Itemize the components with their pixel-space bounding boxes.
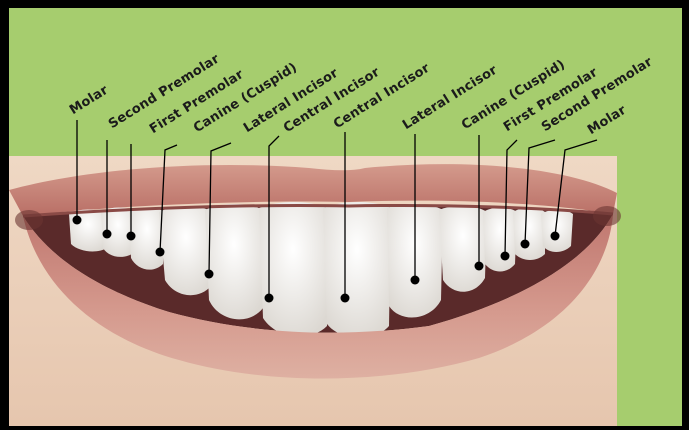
diagram-panel: Molar Second Premolar First Premolar Can… <box>9 8 682 426</box>
pointer-dot <box>156 248 165 257</box>
mouth-corner-right <box>593 206 621 226</box>
pointer-dot <box>73 216 82 225</box>
pointer-dot <box>475 262 484 271</box>
mouth-corner-left <box>15 210 43 230</box>
pointer-dot <box>501 252 510 261</box>
pointer-dot <box>341 294 350 303</box>
pointer-dot <box>127 232 136 241</box>
pointer-dot <box>521 240 530 249</box>
pointer-dot <box>265 294 274 303</box>
pointer-dot <box>205 270 214 279</box>
pointer-dot <box>411 276 420 285</box>
pointer-dot <box>103 230 112 239</box>
pointer-dot <box>551 232 560 241</box>
